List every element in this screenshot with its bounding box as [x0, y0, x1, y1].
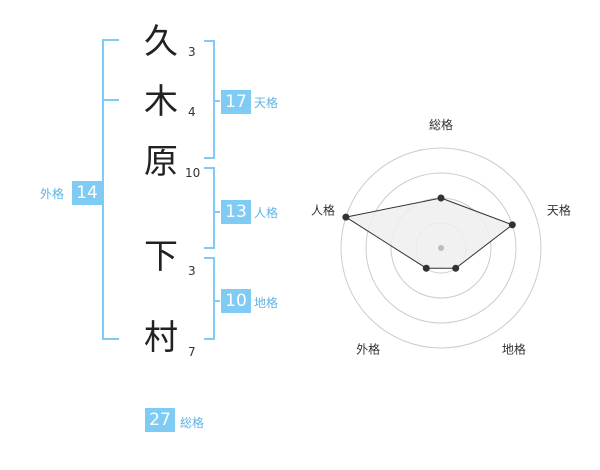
stroke-count-2: 4 — [188, 105, 196, 119]
chikaku-label: 地格 — [254, 296, 279, 310]
stroke-count-4: 3 — [188, 264, 196, 278]
soukaku-label: 総格 — [180, 416, 205, 430]
radar-center-dot — [438, 245, 444, 251]
radar-point — [452, 264, 460, 272]
radar-point — [342, 213, 350, 221]
stroke-count-5: 7 — [188, 345, 196, 359]
tenkaku-bracket — [204, 40, 215, 159]
name-char-4: 下 — [144, 237, 178, 277]
gaikaku-label: 外格 — [40, 187, 65, 201]
name-char-1: 久 — [144, 22, 178, 62]
radar-ring — [365, 172, 517, 324]
gaikaku-badge: 14 — [72, 181, 102, 205]
jinkaku-bracket — [204, 167, 215, 249]
radar-axis-label: 総格 — [429, 117, 453, 132]
chikaku-bracket — [204, 257, 215, 340]
name-char-2: 木 — [144, 82, 178, 122]
radar-axis-label: 人格 — [311, 203, 335, 218]
jinkaku-label: 人格 — [254, 206, 279, 220]
radar-polygon — [344, 197, 514, 269]
jinkaku-badge: 13 — [221, 200, 251, 224]
radar-point — [437, 194, 445, 202]
radar-axis-label: 地格 — [502, 341, 526, 356]
stroke-count-3: 10 — [185, 166, 201, 180]
name-char-3: 原 — [144, 142, 178, 182]
radar-axis-label: 天格 — [547, 203, 571, 218]
radar-axis-label: 外格 — [356, 341, 380, 356]
radar-point — [422, 264, 430, 272]
radar-point — [508, 221, 516, 229]
tenkaku-label: 天格 — [254, 96, 279, 110]
radar-ring — [340, 147, 542, 349]
name-char-5: 村 — [144, 318, 178, 358]
stroke-count-1: 3 — [188, 45, 196, 59]
soukaku-badge: 27 — [145, 408, 175, 432]
gaikaku-bracket — [102, 39, 119, 340]
chikaku-badge: 10 — [221, 289, 251, 313]
tenkaku-badge: 17 — [221, 90, 251, 114]
